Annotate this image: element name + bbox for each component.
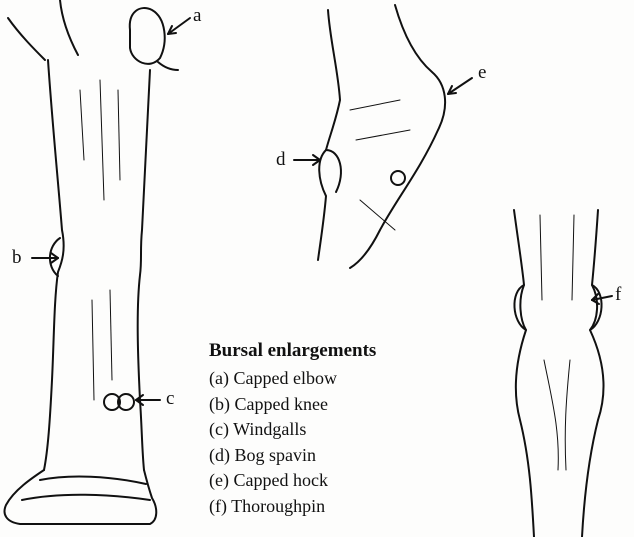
callout-letter-b: b	[12, 248, 22, 267]
legend-item-thoroughpin: (f) Thoroughpin	[209, 494, 376, 520]
legend-item-capped-elbow: (a) Capped elbow	[209, 366, 376, 392]
legend-item-capped-hock: (e) Capped hock	[209, 468, 376, 494]
legend-item-bog-spavin: (d) Bog spavin	[209, 443, 376, 469]
callout-letter-d: d	[276, 150, 286, 169]
legend: Bursal enlargements (a) Capped elbow (b)…	[209, 340, 376, 519]
callout-letter-f: f	[615, 285, 621, 304]
legend-list: (a) Capped elbow (b) Capped knee (c) Win…	[209, 366, 376, 519]
legend-title: Bursal enlargements	[209, 340, 376, 362]
legend-item-capped-knee: (b) Capped knee	[209, 392, 376, 418]
legend-item-windgalls: (c) Windgalls	[209, 417, 376, 443]
callout-letter-c: c	[166, 389, 174, 408]
callout-letter-e: e	[478, 63, 486, 82]
callout-letter-a: a	[193, 6, 201, 25]
